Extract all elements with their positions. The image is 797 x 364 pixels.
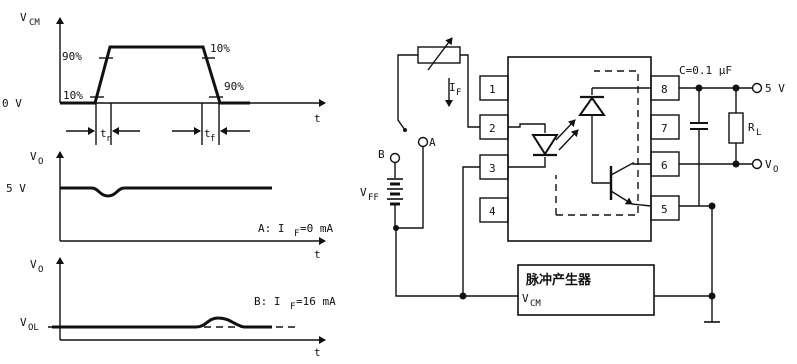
capacitor-label: C=0.1 µF: [679, 64, 732, 77]
vcm-10pct-right: 10%: [210, 42, 230, 55]
vcm-time-label: t: [314, 112, 321, 125]
switch-node-b[interactable]: [389, 152, 401, 164]
rl-sub: L: [756, 128, 761, 138]
vcm-axis-label: V: [20, 11, 27, 24]
pulse-generator-box: [517, 264, 655, 316]
vo-b-axis-label-sub: O: [38, 265, 43, 275]
vo-b-axis-label: V: [30, 258, 37, 271]
vo-a-axis-label: V: [30, 150, 37, 163]
pin-4-label: 4: [489, 205, 496, 218]
photodiode-icon: [578, 88, 606, 183]
vo-a-waveform: V O 5 V t A: I F =0 mA: [6, 150, 333, 261]
input-led-icon: [531, 119, 579, 157]
vcm-tf-sub: f: [210, 134, 215, 144]
pin-5-label: 5: [661, 203, 668, 216]
vo-a-trace: [60, 186, 272, 198]
pulse-generator-output: V: [522, 292, 529, 305]
variable-resistor-icon: [417, 37, 461, 71]
pulse-generator-output-sub: CM: [530, 299, 541, 309]
switch-b-label: B: [378, 148, 385, 161]
vo-terminal[interactable]: [751, 158, 763, 170]
vcm-tr-label: t: [100, 127, 107, 140]
vcm-trace: [60, 45, 250, 105]
vcm-tf-label: t: [204, 127, 211, 140]
pin-8-label: 8: [661, 83, 668, 96]
vo-b-waveform: V O V OL t B: I F =16 mA: [20, 257, 336, 359]
svg-text:F: F: [290, 302, 295, 312]
vo-b-level-label: V: [20, 316, 27, 329]
svg-text:B: I: B: I: [254, 295, 281, 308]
vo-a-axis-label-sub: O: [38, 157, 43, 167]
pin-2-label: 2: [489, 122, 496, 135]
vo-sub: O: [773, 165, 778, 175]
svg-text:F: F: [294, 229, 299, 239]
vo-a-time-label: t: [314, 248, 321, 261]
pin-7-label: 7: [661, 122, 668, 135]
vcm-zero-label: 0 V: [2, 97, 22, 110]
vo-b-trace: [52, 316, 272, 329]
vcm-tr-sub: r: [106, 134, 112, 144]
output-transistor-icon: [592, 161, 652, 207]
vcm-90pct-left: 90%: [62, 50, 82, 63]
svg-text:A: I: A: I: [258, 222, 285, 235]
optocoupler-package: [507, 56, 652, 242]
if-label: I: [449, 81, 456, 94]
vff-label: V: [360, 186, 367, 199]
svg-text:=16 mA: =16 mA: [296, 295, 336, 308]
vo-b-level-sub: OL: [28, 323, 39, 333]
svg-text:=0 mA: =0 mA: [300, 222, 333, 235]
pin-1-label: 1: [489, 83, 496, 96]
switch-node-a[interactable]: [417, 136, 429, 148]
vff-battery-icon: [387, 163, 403, 228]
rl-label: R: [748, 121, 755, 134]
vcm-axis-label-sub: CM: [29, 18, 40, 28]
vcm-waveform: V CM 0 V t 90% 10% 10% 90% t r t f: [2, 11, 326, 145]
switch-a-label: A: [429, 136, 436, 149]
supply-terminal[interactable]: [751, 82, 763, 94]
if-sub: F: [456, 88, 461, 98]
test-circuit: 1 2 3 4 8 7 6 5: [360, 37, 785, 323]
pin-6-label: 6: [661, 159, 668, 172]
pulse-generator-title: 脉冲产生器: [525, 272, 592, 288]
vcm-10pct-left: 10%: [63, 89, 83, 102]
vcm-90pct-right: 90%: [224, 80, 244, 93]
load-resistor-icon: [728, 88, 744, 164]
vo-a-condition: A: I F =0 mA: [258, 222, 333, 239]
vo-b-condition: B: I F =16 mA: [254, 295, 336, 312]
supply-label: 5 V: [765, 82, 785, 95]
vo-b-time-label: t: [314, 346, 321, 359]
vo-label: V: [765, 158, 772, 171]
pin-3-label: 3: [489, 162, 496, 175]
vo-a-level-label: 5 V: [6, 182, 26, 195]
bypass-capacitor-icon: [690, 88, 708, 206]
vff-sub: FF: [368, 193, 379, 203]
